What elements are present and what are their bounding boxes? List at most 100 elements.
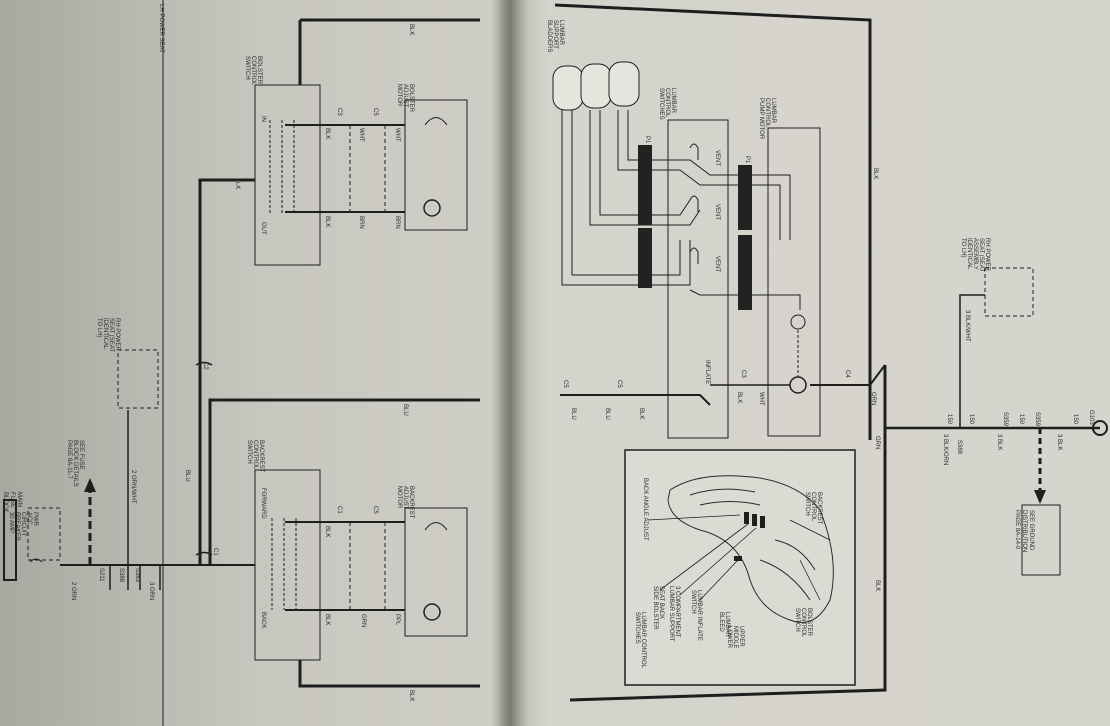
- rw-3blkwht: 3 BLK/WHT: [964, 310, 970, 342]
- left-page: [0, 0, 520, 726]
- rw-grn-2: GRN: [874, 436, 880, 449]
- rw-grn: GRN: [870, 392, 876, 405]
- rw-s359: S359: [1002, 412, 1008, 427]
- g103-label: G103: [1088, 410, 1094, 425]
- wire-blu-trunk: BLU: [184, 470, 190, 482]
- rw-s359b: S359: [1034, 412, 1040, 427]
- bolster-motor-winding: [424, 117, 448, 126]
- rw-3blk-1: 3 BLK: [996, 434, 1002, 450]
- bolster-wire-blk2: BLK: [324, 216, 330, 227]
- vent-label-3: VENT: [714, 256, 720, 272]
- breaker-symbol: [29, 558, 43, 563]
- right-wires: [560, 20, 1100, 690]
- backrest-wire-blk2: BLK: [324, 614, 330, 625]
- lumbar-pump-label: LUMBAR CONTROL PUMP MOTOR: [758, 98, 776, 140]
- vent-valves: [689, 143, 699, 264]
- backrest-motor-label: BACKREST ADJUST MOTOR: [396, 486, 414, 520]
- rw-blu-2: BLU: [604, 408, 610, 420]
- splice-s211: S211: [98, 568, 104, 582]
- rw-s388: S388: [956, 440, 962, 455]
- inset-leaders: [647, 514, 831, 601]
- pwr-acc-label: PWR ACC CIRCUIT BREAKER 30 AMP: [8, 512, 38, 542]
- rw-150-c: 150: [1018, 414, 1024, 425]
- backrest-wire-ppl: PPL: [394, 614, 400, 626]
- bolster-wires: [285, 124, 405, 213]
- backrest-control-switch: [254, 469, 321, 661]
- pneumatic-tubes: [561, 110, 801, 310]
- lumbar-switches-label: LUMBAR CONTROL SWITCHES: [658, 88, 676, 120]
- see-fuse-label: SEE FUSE BLOCK DETAILS PAGE 8A-11-7: [66, 440, 84, 488]
- p1-label-right: P1: [744, 156, 750, 164]
- circuit-breaker-box: [27, 507, 61, 561]
- manifold-bars: [638, 145, 752, 310]
- rw-wht: WHT: [758, 392, 764, 406]
- inset-back-angle: BACK ANGLE ADJUST: [642, 478, 648, 541]
- backrest-motor-winding: [424, 522, 448, 531]
- bolster-wire-wht2: WHT: [394, 128, 400, 142]
- rh-power-seat-label-right: RH POWER SEAT (SEAT ASSEMBLY IDENTICAL T…: [960, 238, 990, 274]
- ground-g103: [1092, 420, 1108, 436]
- see-ground-label: SEE GROUND DISTRIBUTION PAGE 8A-14-0: [1014, 510, 1034, 554]
- wire-blk-bottom: BLK: [408, 690, 414, 701]
- rw-c5-a: C5: [562, 380, 568, 388]
- rw-c3: C3: [740, 370, 746, 378]
- backrest-switch-label: BACKREST CONTROL SWITCH: [246, 440, 264, 474]
- out-label: OUT: [260, 222, 266, 235]
- see-ground-box: [1021, 504, 1061, 576]
- rh-power-seat-box-right: [984, 267, 1034, 317]
- splice-s388: S388: [118, 568, 124, 583]
- pump-symbol: [790, 314, 806, 330]
- lumbar-bladders-label: LUMBAR SUPPORT BLADDERS: [546, 20, 564, 52]
- rw-150-d: 150: [1072, 414, 1078, 425]
- inset-three-comp: 3 COMPARTMENT LUMBAR SUPPORT: [668, 586, 680, 642]
- inflate-label: INFLATE: [704, 360, 710, 384]
- bolster-adjust-motor: [404, 99, 468, 231]
- inset-lumbar-bleed: LUMBAR BLEED: [718, 612, 730, 639]
- rw-c5-b: C5: [616, 380, 622, 388]
- bolster-motor-label: BOLSTER ADJUST MOTOR: [396, 84, 414, 114]
- ground-arrow: [1034, 490, 1046, 504]
- seat-drawing: [667, 475, 834, 623]
- main-fuse-label: MAIN FUSE BLOCK: [2, 492, 22, 512]
- c1-connector-trunk: C1: [212, 548, 218, 556]
- backrest-c1: C1: [336, 506, 342, 514]
- switch-cluster: [734, 512, 765, 561]
- backrest-wire-blk: BLK: [324, 526, 330, 537]
- wire-2ornwht-label: 2 ORN/WHT: [130, 470, 136, 504]
- c2-connector-symbol: [195, 361, 213, 366]
- fuse-arrow: [84, 478, 96, 492]
- bolster-c5: C5: [372, 108, 378, 116]
- rh-power-seat-label-left: RH POWER SEAT (SEAT IDENTICAL TO LH): [96, 318, 120, 354]
- p1-label-left: P1: [644, 136, 650, 144]
- vent-label-2: VENT: [714, 204, 720, 220]
- rw-3blkorn: 3 BLK/ORN: [942, 434, 948, 465]
- inset-seat-back: SEAT BACK SIDE BOLSTER: [652, 586, 664, 630]
- bolster-wire-blk: BLK: [324, 128, 330, 139]
- bolster-control-switch: [254, 84, 321, 266]
- forward-label: FORWARD: [260, 488, 266, 519]
- page-header-left: LH POWER SEAT: [158, 4, 164, 53]
- book-gutter: [490, 0, 530, 726]
- bolster-wire-brn: BRN: [358, 216, 364, 229]
- backrest-motor-symbol: [423, 603, 441, 621]
- inset-backrest-control: BACKREST CONTROL SWITCH: [804, 492, 822, 526]
- rw-150-a: 150: [946, 414, 952, 425]
- bolster-wire-brn2: BRN: [394, 216, 400, 229]
- rw-150-b: 150: [968, 414, 974, 425]
- wire-blu-horizontal: BLU: [402, 404, 408, 416]
- wire-blk-trunk: BLK: [234, 178, 240, 189]
- back-label: BACK: [260, 612, 266, 628]
- wire-3orn-label: 3 ORN: [148, 582, 154, 600]
- lumbar-bladders: [552, 61, 640, 111]
- splice-s383: S383: [134, 568, 140, 583]
- rw-3blk-2: 3 BLK: [1056, 434, 1062, 450]
- rw-c4: C4: [844, 370, 850, 378]
- backrest-switch-contacts: [271, 518, 297, 610]
- inset-bolster-control: BOLSTER CONTROL SWITCH: [794, 608, 812, 639]
- lumbar-control-switches: [667, 119, 729, 439]
- bolster-motor-symbol: [423, 199, 441, 217]
- bolster-switch-label: BOLSTER CONTROL SWITCH: [244, 56, 262, 87]
- inset-illustration: [624, 449, 856, 686]
- c2-connector-trunk: C2: [202, 362, 208, 370]
